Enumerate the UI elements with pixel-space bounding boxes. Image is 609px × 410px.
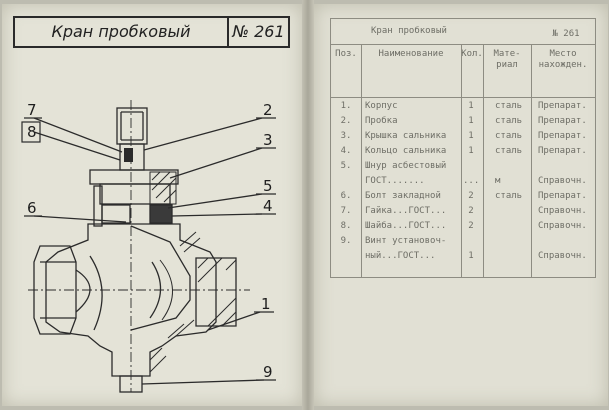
- cell-material: сталь: [495, 146, 523, 156]
- drawing-title: Кран пробковый: [15, 18, 229, 46]
- cell-name: Шайба...ГОСТ...: [365, 221, 447, 231]
- table-row: 5. Шнур асбестовый: [331, 159, 595, 173]
- cell-name: Крышка сальника: [365, 131, 447, 141]
- table-row: 6. Болт закладной 2 сталь Препарат.: [331, 189, 595, 203]
- cell-name: Кольцо сальника: [365, 146, 447, 156]
- callout-2: 2: [263, 101, 273, 119]
- spec-title-row: Кран пробковый № 261: [331, 19, 595, 45]
- specification-table: Кран пробковый № 261 Поз. Наименование К…: [330, 18, 596, 278]
- cell-pos: 2.: [340, 116, 352, 126]
- cell-material: сталь: [495, 131, 523, 141]
- cell-place: Препарат.: [538, 191, 587, 201]
- drawing-title-block: Кран пробковый № 261: [13, 16, 290, 48]
- callout-4: 4: [263, 197, 273, 215]
- callout-1: 1: [261, 295, 271, 313]
- drawing-number: № 261: [232, 22, 285, 41]
- table-row: ный...ГОСТ... 1 Справочн.: [331, 249, 595, 263]
- cell-name: Винт установоч-: [365, 236, 447, 246]
- table-row: 8. Шайба...ГОСТ... 2 Справочн.: [331, 219, 595, 233]
- callout-7: 7: [27, 101, 37, 119]
- cell-qty: 1: [468, 116, 474, 126]
- spec-title: Кран пробковый: [371, 26, 447, 36]
- cell-name: Пробка: [365, 116, 398, 126]
- spine: [302, 0, 314, 410]
- cell-place: Справочн.: [538, 176, 587, 186]
- cell-material: м: [495, 176, 501, 186]
- table-row: 3. Крышка сальника 1 сталь Препарат.: [331, 129, 595, 143]
- cell-qty: 2: [468, 221, 474, 231]
- cell-name: Гайка...ГОСТ...: [365, 206, 447, 216]
- callout-8: 8: [27, 123, 37, 141]
- table-row: ГОСТ.......... м Справочн.: [331, 174, 595, 188]
- table-row: 9. Винт установоч-: [331, 234, 595, 248]
- cell-pos: 8.: [340, 221, 352, 231]
- asbestos-packing: [149, 204, 173, 224]
- cell-name: Шнур асбестовый: [365, 161, 447, 171]
- valve-body: [45, 223, 217, 377]
- cell-pos: 5.: [340, 161, 352, 171]
- cell-qty: 1: [468, 146, 474, 156]
- cell-material: сталь: [495, 116, 523, 126]
- header-material: Мате- риал: [493, 49, 521, 70]
- cell-pos: 4.: [340, 146, 352, 156]
- left-hex-end: [33, 245, 77, 335]
- spec-number: № 261: [552, 29, 580, 39]
- callout-5: 5: [263, 177, 273, 195]
- plug-taper: [130, 225, 191, 331]
- cell-qty: ...: [463, 176, 480, 186]
- cell-pos: 6.: [340, 191, 352, 201]
- table-row: 1. Корпус 1 сталь Препарат.: [331, 99, 595, 113]
- callout-3: 3: [263, 131, 273, 149]
- table-row: 7. Гайка...ГОСТ... 2 Справочн.: [331, 204, 595, 218]
- cell-qty: 1: [468, 131, 474, 141]
- cell-pos: 7.: [340, 206, 352, 216]
- cell-qty: 2: [468, 191, 474, 201]
- cell-place: Справочн.: [538, 221, 587, 231]
- cell-place: Справочн.: [538, 206, 587, 216]
- cell-qty: 2: [468, 206, 474, 216]
- cell-qty: 1: [468, 101, 474, 111]
- header-qty: Кол.: [461, 49, 483, 59]
- cell-place: Справочн.: [538, 251, 587, 261]
- cell-name: Корпус: [365, 101, 398, 111]
- cell-material: сталь: [495, 101, 523, 111]
- cell-name: ный...ГОСТ...: [365, 251, 436, 261]
- table-row: 4. Кольцо сальника 1 сталь Препарат.: [331, 144, 595, 158]
- header-place: Место нахожден.: [538, 49, 588, 70]
- cell-place: Препарат.: [538, 101, 587, 111]
- cell-pos: 9.: [340, 236, 352, 246]
- cell-qty: 1: [468, 251, 474, 261]
- cell-name: ГОСТ.......: [365, 176, 425, 186]
- spec-header-row: Поз. Наименование Кол. Мате- риал Место …: [331, 45, 595, 98]
- cell-material: сталь: [495, 191, 523, 201]
- callout-9: 9: [263, 363, 273, 381]
- cell-place: Препарат.: [538, 131, 587, 141]
- cell-pos: 1.: [340, 101, 352, 111]
- cell-name: Болт закладной: [365, 191, 441, 201]
- callout-6: 6: [27, 199, 37, 217]
- cell-place: Препарат.: [538, 146, 587, 156]
- cell-pos: 3.: [340, 131, 352, 141]
- right-hex-end: [195, 257, 237, 327]
- header-name: Наименование: [378, 49, 444, 59]
- cell-place: Препарат.: [538, 116, 587, 126]
- table-row: 2. Пробка 1 сталь Препарат.: [331, 114, 595, 128]
- header-pos: Поз.: [335, 49, 357, 59]
